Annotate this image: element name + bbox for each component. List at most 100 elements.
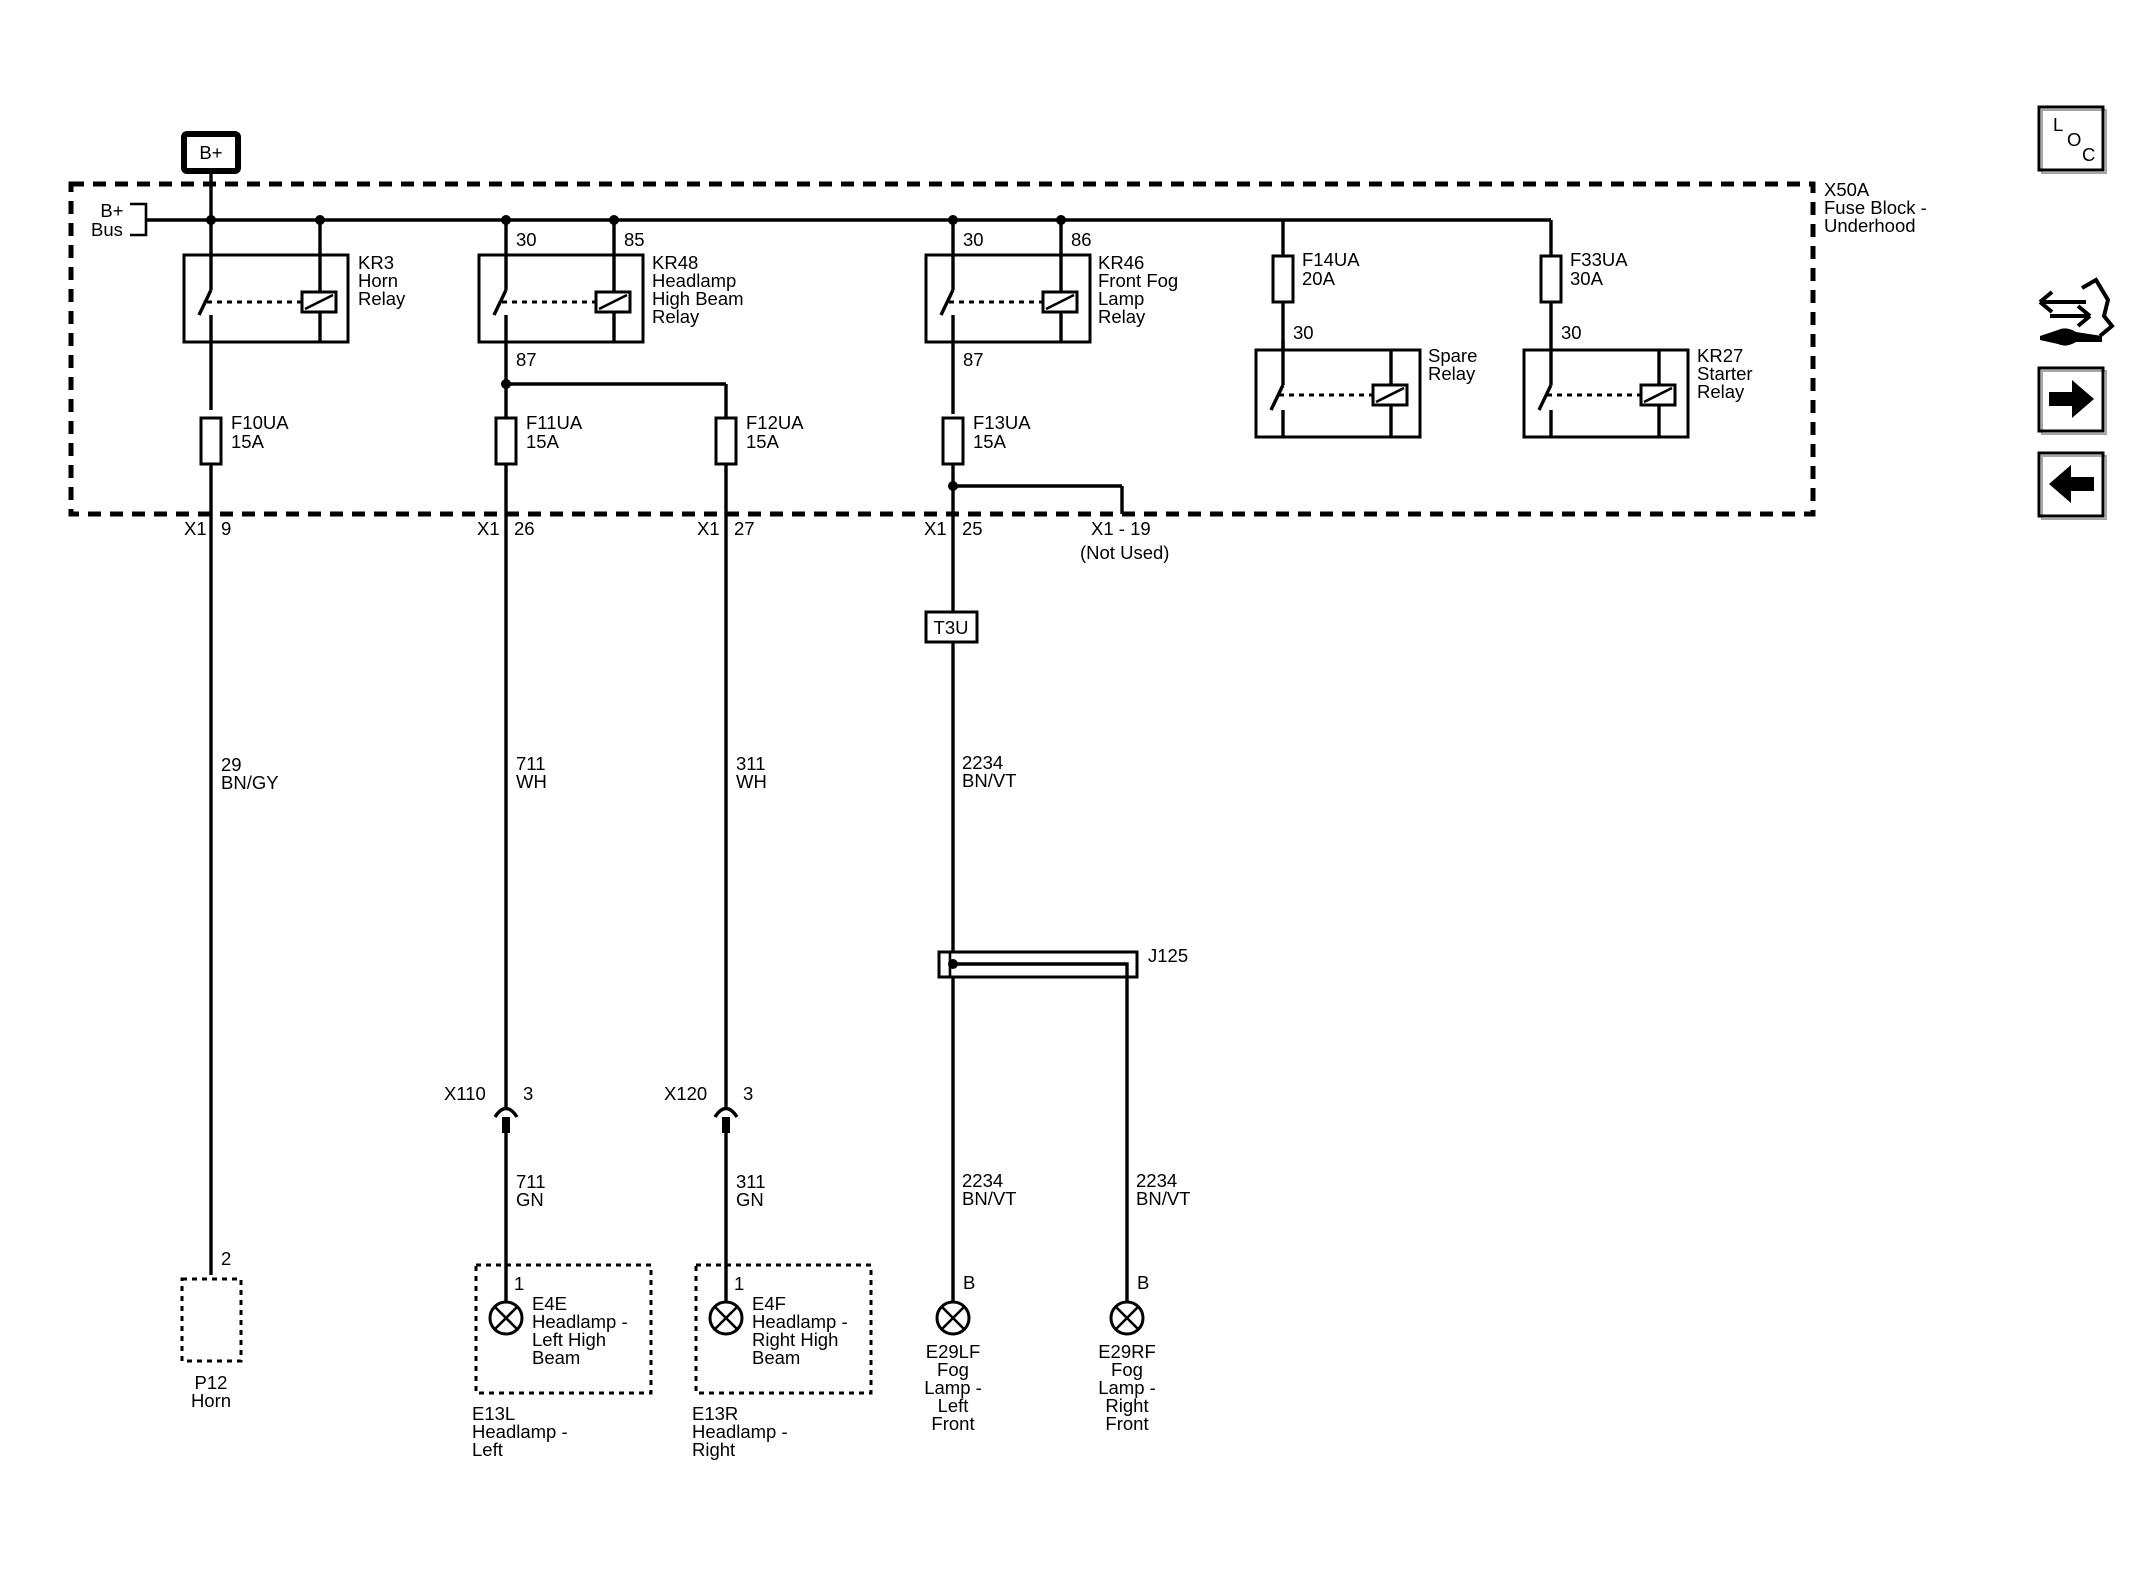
- svg-text:BN/VT: BN/VT: [962, 770, 1016, 791]
- svg-text:E4F: E4F: [752, 1293, 786, 1314]
- svg-text:B+: B+: [100, 200, 123, 221]
- next-page-button[interactable]: [2037, 366, 2107, 435]
- svg-text:3: 3: [523, 1083, 533, 1104]
- svg-text:KR48: KR48: [652, 252, 698, 273]
- svg-text:F14UA: F14UA: [1302, 249, 1360, 270]
- svg-text:Fog: Fog: [937, 1359, 969, 1380]
- svg-text:X110: X110: [444, 1083, 486, 1104]
- svg-text:WH: WH: [736, 771, 767, 792]
- svg-text:2234: 2234: [1136, 1170, 1177, 1191]
- svg-text:Relay: Relay: [1098, 306, 1146, 327]
- svg-text:Bus: Bus: [91, 219, 123, 240]
- arrow-left-icon: [2049, 465, 2094, 503]
- svg-text:X50A: X50A: [1824, 179, 1870, 200]
- svg-text:30: 30: [1561, 322, 1582, 343]
- svg-text:X1: X1: [924, 518, 947, 539]
- svg-text:B: B: [1137, 1272, 1149, 1293]
- svg-text:27: 27: [734, 518, 755, 539]
- svg-text:Headlamp -: Headlamp -: [532, 1311, 628, 1332]
- svg-text:Lamp -: Lamp -: [924, 1377, 982, 1398]
- previous-page-button[interactable]: [2037, 451, 2107, 520]
- kr48-headlamp-relay: 30 85 87 KR48 Headlamp High Beam Relay: [477, 220, 744, 384]
- svg-text:Headlamp: Headlamp: [652, 270, 736, 291]
- svg-text:Beam: Beam: [532, 1347, 580, 1368]
- svg-text:(Not Used): (Not Used): [1080, 542, 1169, 563]
- svg-text:Underhood: Underhood: [1824, 215, 1916, 236]
- svg-text:F33UA: F33UA: [1570, 249, 1628, 270]
- svg-text:2234: 2234: [962, 752, 1003, 773]
- svg-text:E13R: E13R: [692, 1403, 738, 1424]
- svg-text:Front Fog: Front Fog: [1098, 270, 1178, 291]
- fuse-block-outline: [68, 181, 1816, 517]
- svg-text:GN: GN: [736, 1189, 764, 1210]
- svg-text:E29RF: E29RF: [1098, 1341, 1156, 1362]
- loc-letter-o: O: [2067, 129, 2081, 150]
- svg-text:X120: X120: [664, 1083, 707, 1104]
- horn-circuit: F10UA 15A X1 9 29 BN/GY 2 P12 Horn: [180, 412, 289, 1411]
- loc-letter-l: L: [2053, 114, 2063, 135]
- svg-text:Front: Front: [931, 1413, 974, 1434]
- svg-text:Beam: Beam: [752, 1347, 800, 1368]
- svg-text:Headlamp -: Headlamp -: [752, 1311, 848, 1332]
- svg-text:F12UA: F12UA: [746, 412, 804, 433]
- connector-wrench-icon[interactable]: [2038, 277, 2115, 346]
- svg-text:BN/VT: BN/VT: [962, 1188, 1016, 1209]
- svg-text:87: 87: [516, 349, 537, 370]
- svg-text:Left: Left: [938, 1395, 969, 1416]
- svg-text:J125: J125: [1148, 945, 1188, 966]
- svg-text:WH: WH: [516, 771, 547, 792]
- svg-text:GN: GN: [516, 1189, 544, 1210]
- svg-text:X1 - 19: X1 - 19: [1091, 518, 1151, 539]
- svg-text:Right High: Right High: [752, 1329, 838, 1350]
- svg-text:High Beam: High Beam: [652, 288, 744, 309]
- svg-text:Horn: Horn: [191, 1390, 231, 1411]
- svg-text:KR27: KR27: [1697, 345, 1743, 366]
- svg-text:Front: Front: [1105, 1413, 1148, 1434]
- svg-text:Left High: Left High: [532, 1329, 606, 1350]
- svg-text:X1: X1: [184, 518, 207, 539]
- svg-text:311: 311: [736, 1171, 766, 1192]
- svg-text:KR3: KR3: [358, 252, 394, 273]
- e29lf-fog-lamp-left: B E29LF Fog Lamp - Left Front: [924, 1272, 982, 1434]
- svg-text:15A: 15A: [973, 431, 1007, 452]
- svg-text:E29LF: E29LF: [926, 1341, 981, 1362]
- svg-text:30: 30: [516, 229, 537, 250]
- svg-text:2234: 2234: [962, 1170, 1003, 1191]
- arrow-right-icon: [2049, 380, 2094, 418]
- spare-relay-circuit: F14UA 20A 30 Spare Relay: [1254, 220, 1477, 439]
- kr3-horn-relay: KR3 Horn Relay: [182, 220, 406, 410]
- high-beam-circuit: F11UA 15A F12UA 15A X1 26 X1 27 711 WH 3…: [444, 379, 804, 1302]
- svg-text:9: 9: [221, 518, 231, 539]
- loc-letter-c: C: [2082, 144, 2095, 165]
- svg-text:87: 87: [963, 349, 984, 370]
- svg-text:Right: Right: [1105, 1395, 1148, 1416]
- svg-text:Right: Right: [692, 1439, 735, 1460]
- svg-text:Spare: Spare: [1428, 345, 1477, 366]
- svg-text:T3U: T3U: [934, 617, 969, 638]
- svg-text:711: 711: [516, 1171, 546, 1192]
- svg-text:711: 711: [516, 753, 546, 774]
- svg-text:29: 29: [221, 754, 242, 775]
- svg-text:3: 3: [743, 1083, 753, 1104]
- svg-text:30: 30: [1293, 322, 1314, 343]
- svg-text:B: B: [963, 1272, 975, 1293]
- kr27-starter-circuit: F33UA 30A 30 KR27 Starter Relay: [1522, 220, 1753, 439]
- svg-text:86: 86: [1071, 229, 1092, 250]
- svg-text:X1: X1: [697, 518, 720, 539]
- location-button[interactable]: L O C: [2037, 105, 2107, 174]
- bplus-bus: B+ Bus: [91, 200, 1551, 240]
- svg-text:E4E: E4E: [532, 1293, 567, 1314]
- svg-text:F11UA: F11UA: [526, 412, 583, 433]
- svg-text:1: 1: [514, 1273, 524, 1294]
- svg-text:30A: 30A: [1570, 268, 1604, 289]
- svg-text:Left: Left: [472, 1439, 503, 1460]
- svg-text:15A: 15A: [746, 431, 780, 452]
- svg-text:F13UA: F13UA: [973, 412, 1031, 433]
- bplus-source: B+: [181, 131, 241, 220]
- svg-text:E13L: E13L: [472, 1403, 515, 1424]
- svg-text:25: 25: [962, 518, 983, 539]
- svg-text:311: 311: [736, 753, 766, 774]
- svg-text:30: 30: [963, 229, 984, 250]
- svg-text:Starter: Starter: [1697, 363, 1753, 384]
- svg-text:BN/VT: BN/VT: [1136, 1188, 1190, 1209]
